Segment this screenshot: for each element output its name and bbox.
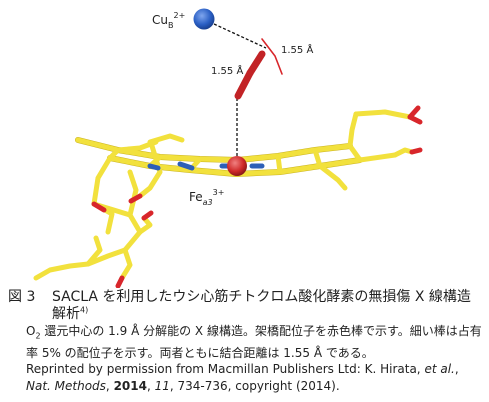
svg-text:CuB2+: CuB2+ xyxy=(152,11,185,30)
thin-ligand xyxy=(261,38,283,75)
caption-credit: Reprinted by permission from Macmillan P… xyxy=(26,362,459,393)
figure-caption: 図 3 SACLA を利用したウシ心筋チトクロム酸化酵素の無損傷 X 線構造解析… xyxy=(8,289,484,394)
caption-body: O2 還元中心の 1.9 Å 分解能の X 線構造。架橋配位子を赤色棒で示す。細… xyxy=(26,323,484,394)
distance-label-thin: 1.55 Å xyxy=(281,43,313,56)
caption-title-row: 図 3 SACLA を利用したウシ心筋チトクロム酸化酵素の無損傷 X 線構造解析… xyxy=(8,289,484,323)
figure-title: SACLA を利用したウシ心筋チトクロム酸化酵素の無損傷 X 線構造解析4) xyxy=(52,289,471,322)
heme-sticks xyxy=(33,105,423,288)
reference-marker: 4) xyxy=(80,305,89,315)
distance-label-bridging: 1.55 Å xyxy=(211,64,243,77)
svg-text:Fea33+: Fea33+ xyxy=(189,188,224,207)
fe-label: Fea33+ xyxy=(189,188,224,207)
molecular-structure-figure: CuB2+ Fea33+ 1.55 Å 1.55 Å xyxy=(33,8,423,288)
figure-number: 図 3 xyxy=(8,289,36,305)
cu-ion xyxy=(193,8,215,30)
cu-label: CuB2+ xyxy=(152,11,185,30)
caption-description: O2 還元中心の 1.9 Å 分解能の X 線構造。架橋配位子を赤色棒で示す。細… xyxy=(26,324,482,360)
bridging-ligand xyxy=(234,50,266,100)
cu-dashed-bond xyxy=(213,23,267,49)
fe-ion xyxy=(227,156,247,176)
